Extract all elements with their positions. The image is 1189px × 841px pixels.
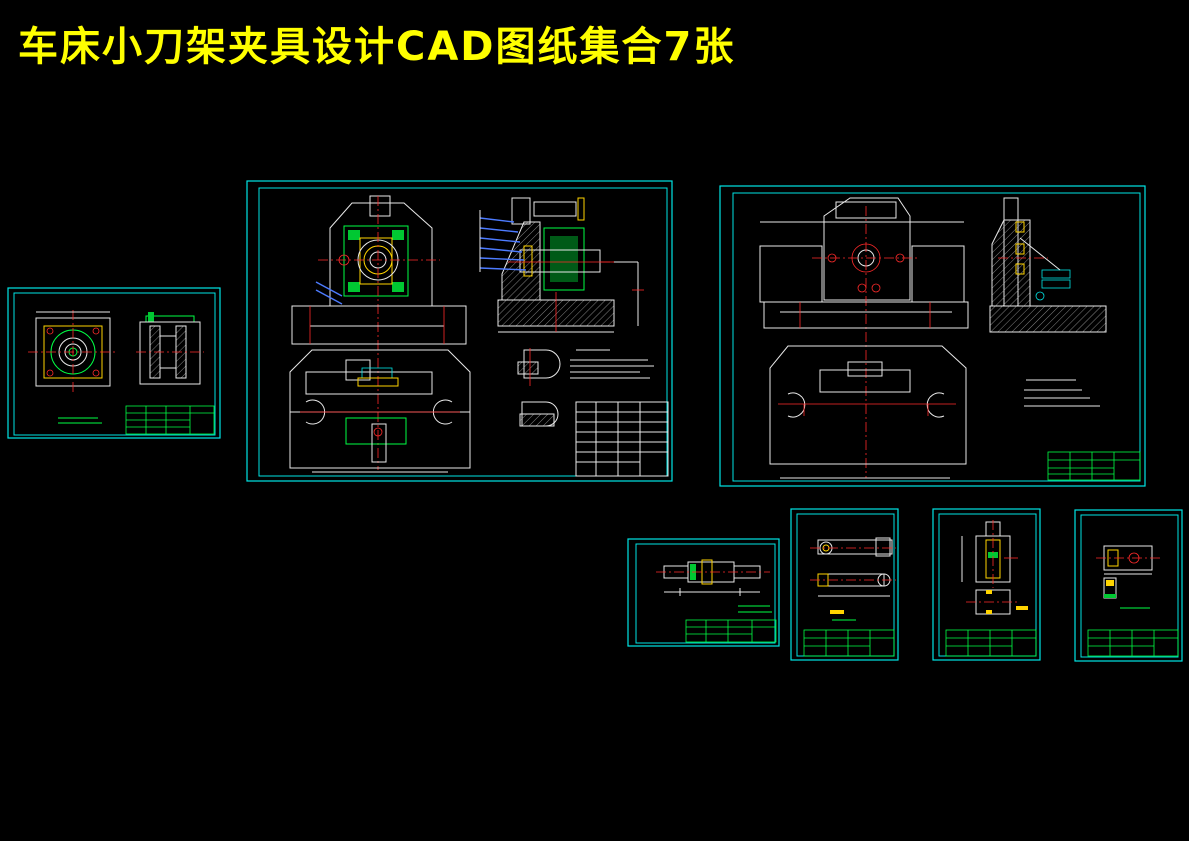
sheet-5-lever[interactable] <box>790 508 899 661</box>
sheet-1-part-flange[interactable] <box>7 287 221 439</box>
sheet-6-bushing[interactable] <box>932 508 1041 661</box>
page-title: 车床小刀架夹具设计CAD图纸集合7张 <box>18 24 736 70</box>
sheet-3-fixture-body[interactable] <box>719 185 1146 487</box>
sheet-4-shaft[interactable] <box>627 538 780 647</box>
sheet-7-clamp-block[interactable] <box>1074 509 1183 662</box>
sheet-2-fixture-assembly[interactable] <box>246 180 673 482</box>
